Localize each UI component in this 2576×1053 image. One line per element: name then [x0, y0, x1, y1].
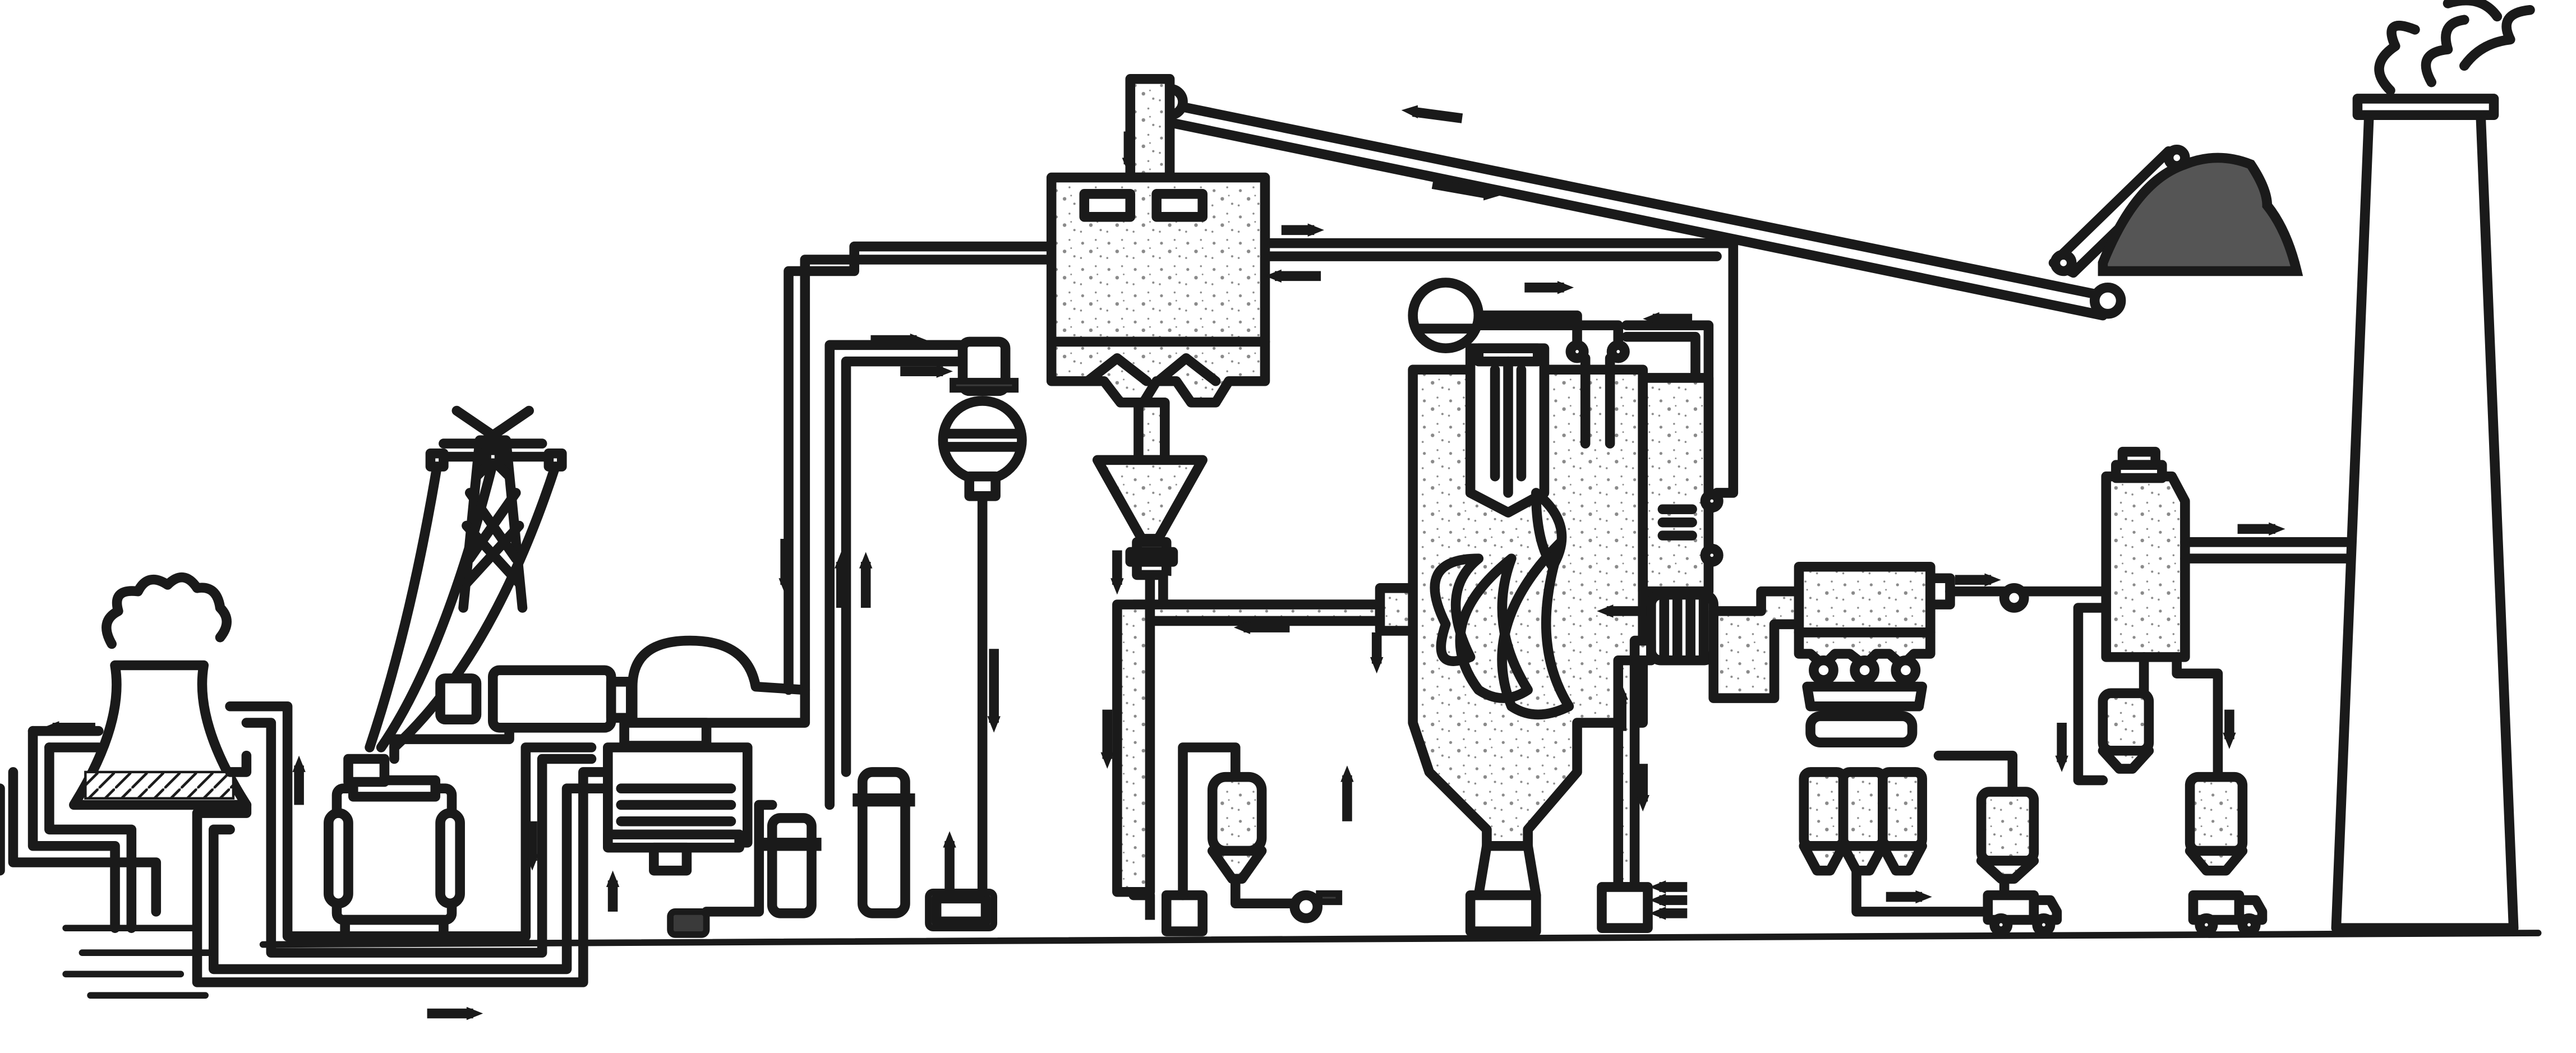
boiler-feed-pump: [925, 488, 998, 932]
arrow-icon: [1110, 550, 1124, 595]
economizer: [1638, 373, 1724, 597]
arrow-icon: [1597, 604, 1647, 618]
arrow-icon: [1615, 683, 1628, 731]
cooling-water-pipes: [0, 701, 613, 987]
arrow-icon: [1643, 312, 1693, 326]
deaerator: [938, 336, 1027, 501]
water-reservoir: [62, 925, 217, 999]
arrow-icon: [778, 538, 792, 595]
arrow-icon: [987, 649, 1001, 733]
arrow-icon: [1281, 223, 1324, 237]
arrow-icon: [870, 333, 927, 347]
cooling-tower: [69, 572, 252, 810]
electrostatic-precipitator: [1794, 561, 2108, 747]
ground-line: [259, 930, 2542, 948]
arrow-icon: [2223, 709, 2236, 749]
coal-bunker: [1046, 74, 1270, 408]
ash-hoppers: [1799, 767, 2010, 917]
arrow-icon: [43, 721, 95, 735]
arrow-icon: [1233, 621, 1290, 634]
truck-icon: [2188, 890, 2268, 936]
transmission-tower: [365, 405, 567, 752]
arrow-icon: [526, 821, 539, 871]
air-preheater: [1597, 586, 1804, 933]
arrow-icon: [1431, 179, 1500, 201]
steam-pipes: [784, 238, 1739, 810]
arrow-icon: [900, 364, 953, 378]
arrow-icon: [1100, 709, 1114, 769]
arrow-icon: [1401, 105, 1463, 123]
ash-silo: [1933, 750, 2039, 884]
arrow-icon: [1265, 269, 1321, 283]
arrow-icon: [835, 552, 848, 608]
arrow-icon: [1649, 893, 1688, 907]
arrow-icon: [1649, 907, 1688, 920]
steam-drum: [1408, 278, 1714, 498]
arrow-icon: [943, 831, 956, 895]
arrow-icon: [1636, 764, 1649, 812]
coal-mill: [1092, 398, 1380, 936]
condenser: [603, 742, 753, 938]
steam-turbine: [389, 635, 810, 764]
flue-gas-desulfurization-unit: [2073, 446, 2351, 876]
arrow-icon: [606, 870, 620, 912]
arrow-icon: [427, 1006, 483, 1020]
arrow-icon: [2055, 723, 2068, 772]
arrow-icon: [1886, 890, 1932, 904]
arrow-icon: [1370, 632, 1384, 674]
arrow-icon: [1340, 765, 1354, 821]
truck-icon: [1983, 890, 2062, 936]
feedwater-heater: [701, 767, 915, 918]
coal-conveyor: [1145, 84, 2190, 321]
arrow-icon: [1955, 573, 2001, 586]
cyclone-separator: [1178, 742, 1343, 923]
arrow-icon: [2237, 522, 2285, 536]
smoke-icon: [102, 572, 232, 649]
smoke-icon: [2374, 0, 2535, 96]
arrow-icon: [1122, 131, 1136, 174]
flow-arrows: [43, 105, 2285, 1020]
arrow-icon: [292, 755, 306, 805]
arrow-icon: [1649, 880, 1688, 894]
arrow-icon: [1524, 281, 1574, 294]
arrow-icon: [859, 552, 873, 608]
generator: [324, 754, 465, 941]
flame-icon: [1430, 488, 1574, 720]
chimney: [2331, 0, 2535, 933]
coal-pile: [2098, 153, 2303, 276]
